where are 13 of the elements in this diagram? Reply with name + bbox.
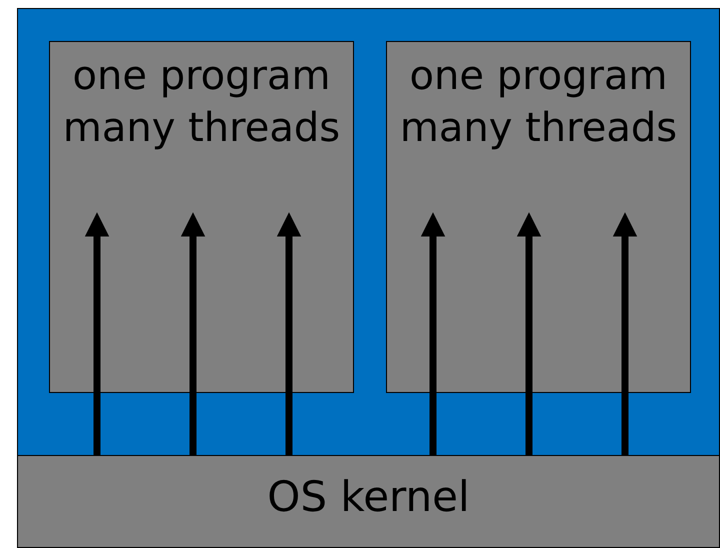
box-label: one program many threads <box>62 52 342 153</box>
program-box <box>386 41 691 393</box>
arrow <box>180 212 206 455</box>
arrow <box>420 212 446 455</box>
kernel-bar <box>17 455 720 548</box>
arrow <box>612 212 638 455</box>
program-box <box>49 41 354 393</box>
box-label: OS kernel <box>267 471 470 523</box>
arrow <box>84 212 110 455</box>
box-label: one program many threads <box>398 52 678 153</box>
arrow <box>276 212 302 455</box>
arrow <box>516 212 542 455</box>
background-panel <box>17 8 720 456</box>
